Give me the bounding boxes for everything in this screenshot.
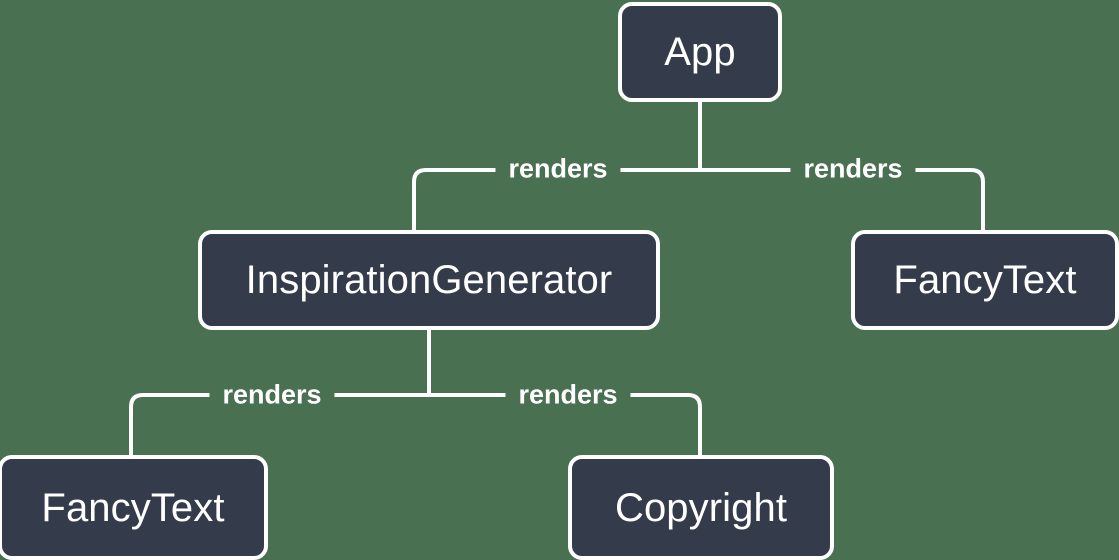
- node-fancytext-bottom[interactable]: FancyText: [0, 455, 268, 560]
- edge-label-text: renders: [222, 379, 322, 410]
- edge-label-text: renders: [518, 379, 618, 410]
- edge-label-text: renders: [803, 153, 903, 184]
- edge-label-app-to-fancytext: renders: [790, 153, 916, 184]
- edge-label-inspiration-to-copyright: renders: [505, 379, 631, 410]
- edge-app-to-inspiration: [412, 102, 702, 230]
- edge-label-inspiration-to-fancytext: renders: [209, 379, 335, 410]
- edge-inspiration-to-copyright: [427, 330, 702, 455]
- node-copyright[interactable]: Copyright: [568, 455, 834, 560]
- edge-label-text: renders: [508, 153, 608, 184]
- node-fancytext-top[interactable]: FancyText: [851, 230, 1119, 330]
- edge-app-to-fancytext: [698, 102, 985, 230]
- edge-inspiration-to-fancytext: [129, 330, 431, 455]
- node-label: FancyText: [893, 258, 1077, 302]
- node-label: Copyright: [614, 485, 788, 530]
- node-label: App: [664, 30, 736, 74]
- edge-label-app-to-inspiration: renders: [495, 153, 621, 184]
- node-inspiration-generator[interactable]: InspirationGenerator: [198, 230, 660, 330]
- node-label: FancyText: [41, 485, 225, 530]
- node-app[interactable]: App: [618, 2, 782, 102]
- node-label: InspirationGenerator: [245, 258, 613, 302]
